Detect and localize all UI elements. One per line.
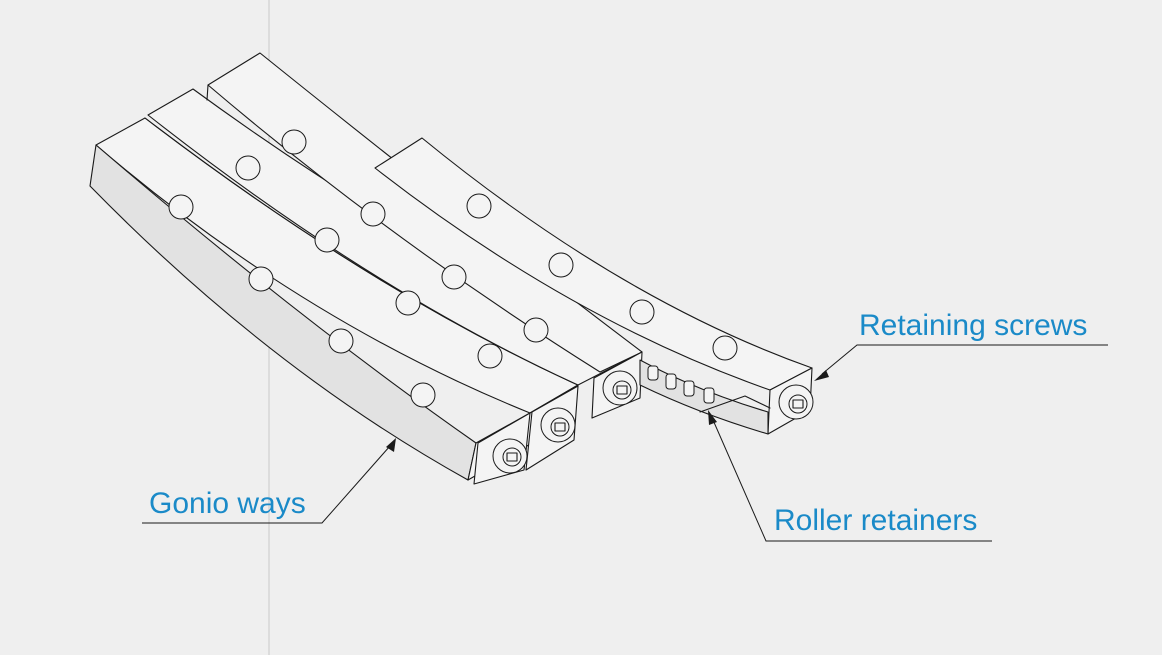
end-block-right [778,384,814,420]
label-retaining-screws: Retaining screws [859,309,1088,342]
label-roller-retainers: Roller retainers [774,504,978,537]
label-gonio-ways: Gonio ways [149,487,306,520]
leader-roller-retainers [708,410,992,542]
leader-gonio-ways [142,438,396,524]
leader-retaining-screws [814,344,1108,381]
end-block-left [473,412,531,485]
roller-retainer-cage [639,359,771,435]
end-block-middle [525,385,579,471]
gonio-way-rail-back [206,52,643,373]
end-block-centre [591,351,643,419]
